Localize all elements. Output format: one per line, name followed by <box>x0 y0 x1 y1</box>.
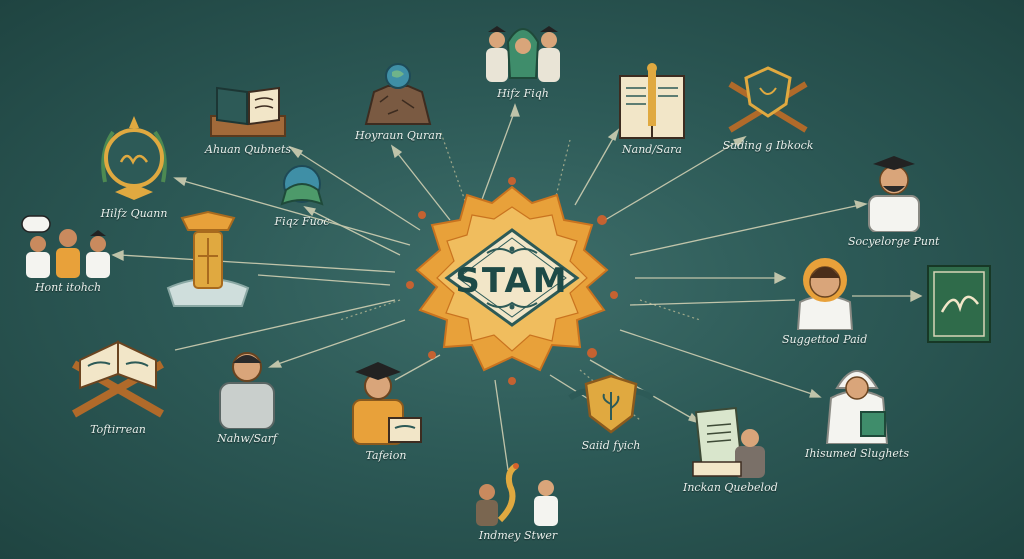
node-socyelorge-punt: Socyelorge Punt <box>848 152 939 248</box>
students-turban-icon <box>486 26 560 82</box>
node-label: Hifz Fiqh <box>497 87 549 100</box>
node-label: Indmey Stwer <box>478 529 558 542</box>
node-indmey-stwer: Indmey Stwer <box>470 462 566 542</box>
node-nahw-sarf: Nahw/Sarf <box>212 345 282 445</box>
node-label: Tafeion <box>365 449 407 462</box>
lamp-people-icon <box>476 463 558 526</box>
node-toftirrean: Toftirrean <box>66 330 170 436</box>
node-hoyraun-quran: Hoyraun Quran <box>355 62 442 142</box>
green-globe-icon <box>280 165 324 206</box>
node-tafeion: Tafeion <box>345 358 427 462</box>
node-label: Nahw/Sarf <box>217 432 277 445</box>
node-suding-ibkock: Suding g Ibkock <box>718 66 818 152</box>
shield-plant-icon <box>568 374 654 434</box>
node-label: Hilfz Quann <box>100 207 168 220</box>
node-label: Socyelorge Punt <box>848 235 940 248</box>
book-ribbon-icon <box>619 63 685 139</box>
node-inckan-quebelod: Inckan Quebelod <box>683 406 778 494</box>
book-stand-emblem-icon <box>728 66 808 133</box>
group-discussion-icon <box>21 215 110 278</box>
reader-book-icon <box>692 406 766 478</box>
node-hifz-fiqh: Hifz Fiqh <box>478 18 568 100</box>
node-label: Suding g Ibkock <box>722 139 814 152</box>
student-icon <box>219 352 275 429</box>
node-ahuan-qubnets: Ahuan Qubnets <box>205 84 291 156</box>
node-label: Ihisumed Slughets <box>805 447 909 460</box>
node-label: Inckan Quebelod <box>683 481 778 494</box>
node-lantern <box>162 210 254 313</box>
node-label: Suggettod Paid <box>782 333 868 346</box>
node-book-right <box>924 264 994 347</box>
node-suggettod-paid: Suggettod Paid <box>782 250 867 346</box>
node-hont-itohch: Hont itohch <box>20 212 116 294</box>
center-title: STAM <box>455 261 569 301</box>
quran-stand-icon <box>72 340 164 418</box>
node-nand-sara: Nand/Sara <box>612 62 692 156</box>
node-label: Hont itohch <box>34 281 102 294</box>
green-calligraphy-book-icon <box>927 265 991 343</box>
central-hub: STAM <box>392 175 632 387</box>
node-label: Ahuan Qubnets <box>205 143 292 156</box>
node-hifz-quann: Hilfz Quann <box>95 112 173 220</box>
node-label: Nand/Sara <box>622 143 682 156</box>
node-figz-fuoc: Fiqz Fuoc <box>272 160 332 228</box>
node-saiid-fyich: Saiid fyich <box>566 372 656 452</box>
golden-lantern-icon <box>166 210 250 307</box>
node-label: Saiid fyich <box>581 439 641 452</box>
node-label: Toftirrean <box>90 423 146 436</box>
woman-icon <box>796 258 853 330</box>
imam-tablet-icon <box>825 370 889 444</box>
node-label: Fiqz Fuoc <box>274 215 330 228</box>
node-ihisumed-slughets: Ihisumed Slughets <box>805 358 909 460</box>
hub-emblem <box>406 177 618 385</box>
calligraphy-seal-icon <box>101 116 167 200</box>
teacher-icon <box>867 156 920 232</box>
node-label: Hoyraun Quran <box>355 129 442 142</box>
graduate-tablet-icon <box>352 362 422 445</box>
open-book-icon <box>210 86 287 137</box>
globe-rock-icon <box>365 63 432 125</box>
